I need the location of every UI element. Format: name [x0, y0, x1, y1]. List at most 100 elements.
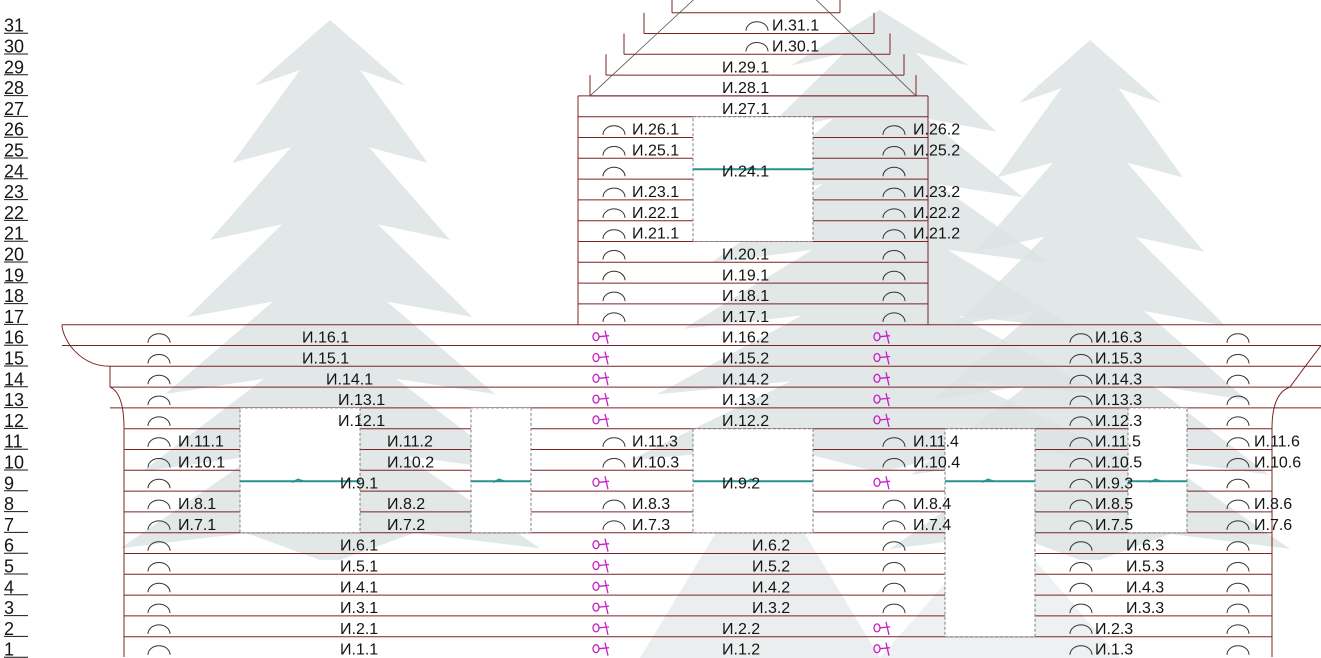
gable-window-opening	[692, 116, 814, 242]
row-number-3: 3	[4, 598, 14, 618]
log-label-row-1-3: И.1.3	[1095, 642, 1133, 658]
log-label-row-13-1: И.13.1	[338, 392, 385, 409]
gable-arc-left-26	[602, 125, 626, 135]
log-label-row-7-3: И.7.3	[632, 517, 670, 534]
joint-arc-right-9	[1069, 478, 1093, 489]
row-number-9: 9	[4, 473, 14, 493]
log-label-row-29-1: И.29.1	[722, 59, 769, 76]
row-number-12: 12	[4, 411, 24, 431]
row-number-6: 6	[4, 536, 14, 556]
log-label-row-10-2: И.10.2	[387, 455, 434, 472]
corner-cut-left-lower	[109, 386, 125, 429]
log-label-row-8-6: И.8.6	[1254, 496, 1292, 513]
row-number-28: 28	[4, 78, 24, 98]
log-label-row-7-2: И.7.2	[387, 517, 425, 534]
joint-arc-far-right-10	[1226, 458, 1250, 468]
pin-center-right-12-stem	[879, 413, 891, 428]
joint-arc-right-3	[1069, 603, 1093, 614]
joint-arc-right-15	[1069, 354, 1093, 364]
log-label-row-20-1: И.20.1	[722, 247, 769, 264]
pin-center-left-16-stem	[598, 330, 610, 344]
log-label-row-16-1: И.16.1	[302, 330, 349, 347]
joint-arc-right-16	[1069, 333, 1093, 343]
gable-arc-right-18	[882, 291, 906, 302]
pin-center-left-2-stem	[598, 621, 610, 636]
joint-arc-center-right-3	[882, 603, 906, 614]
gable-arc-left-24	[602, 166, 626, 177]
gable-arc-right-21	[882, 229, 906, 239]
joint-arc-left-11	[147, 437, 171, 447]
log-label-row-14-2: И.14.2	[722, 371, 769, 388]
roof-slope-right	[815, 0, 917, 97]
joint-arc-center-left-8	[602, 499, 626, 510]
row-number-7: 7	[4, 515, 14, 535]
gable-arc-left-23	[602, 187, 626, 198]
row-number-2: 2	[4, 619, 14, 639]
row-number-22: 22	[4, 203, 24, 223]
log-label-row-8-3: И.8.3	[632, 496, 670, 513]
corner-cut-left-upper	[69, 345, 111, 388]
log-label-row-6-3: И.6.3	[1126, 538, 1164, 555]
joint-arc-right-7	[1069, 520, 1093, 530]
row-number-30: 30	[4, 37, 24, 57]
joint-arc-left-1	[147, 645, 171, 655]
log-label-row-17-1: И.17.1	[722, 309, 769, 326]
gable-arc-left-21	[602, 229, 626, 239]
row-number-24: 24	[4, 161, 24, 181]
gable-arc-right-19	[882, 270, 906, 281]
beam-window-4-mark	[1149, 478, 1162, 483]
row-number-15: 15	[4, 349, 24, 369]
pin-center-left-6-stem	[598, 538, 610, 552]
joint-arc-far-right-13	[1226, 395, 1250, 406]
gable-arc-right-17	[882, 312, 906, 322]
corner-cut-right-upper	[1289, 345, 1321, 388]
pin-center-left-9-stem	[598, 476, 610, 490]
log-label-row-12-1: И.12.1	[338, 413, 385, 430]
pin-center-left-12-stem	[598, 413, 610, 428]
log-label-row-23-2: И.23.2	[913, 184, 960, 201]
row-number-23: 23	[4, 182, 24, 202]
gable-arc-left-25	[602, 146, 626, 156]
joint-arc-left-14	[147, 374, 171, 385]
pin-center-left-5-stem	[598, 559, 610, 573]
joint-arc-far-right-8	[1226, 499, 1250, 510]
row-number-10: 10	[4, 453, 24, 473]
joint-arc-left-10	[147, 458, 171, 468]
log-label-row-9-2: И.9.2	[722, 475, 760, 492]
log-label-row-11-4: И.11.4	[913, 434, 959, 451]
row-number-13: 13	[4, 390, 24, 410]
gable-arc-right-22	[882, 208, 906, 218]
joint-arc-center-right-10	[882, 458, 906, 468]
log-label-row-7-4: И.7.4	[913, 517, 951, 534]
joint-arc-center-right-8	[882, 499, 906, 510]
pin-center-right-2	[873, 623, 881, 633]
log-label-row-26-2: И.26.2	[913, 122, 960, 139]
pin-center-left-5	[592, 560, 600, 571]
pin-center-left-13-stem	[598, 392, 610, 407]
pin-center-left-14	[592, 373, 600, 383]
joint-arc-right-14	[1069, 374, 1093, 385]
log-label-row-3-1: И.3.1	[340, 600, 378, 617]
row-number-25: 25	[4, 141, 24, 161]
joint-arc-left-15	[147, 354, 171, 364]
gable-arc-right-20	[882, 250, 906, 260]
log-label-row-8-4: И.8.4	[913, 496, 951, 513]
row-number-19: 19	[4, 265, 24, 285]
row-number-27: 27	[4, 99, 24, 119]
joint-arc-far-right-5	[1226, 562, 1250, 572]
log-label-row-18-1: И.18.1	[722, 288, 769, 305]
joint-arc-far-right-9	[1226, 478, 1250, 489]
row-number-20: 20	[4, 245, 24, 265]
log-label-row-12-3: И.12.3	[1095, 413, 1142, 430]
log-label-row-11-5: И.11.5	[1095, 434, 1141, 451]
log-label-row-14-1: И.14.1	[326, 371, 373, 388]
joint-arc-far-right-6	[1226, 541, 1250, 551]
joint-arc-right-4	[1069, 582, 1093, 593]
log-label-row-5-3: И.5.3	[1126, 559, 1164, 576]
log-label-row-21-2: И.21.2	[913, 226, 960, 243]
window-opening-4	[1127, 407, 1188, 534]
log-label-row-1-1: И.1.1	[340, 642, 378, 658]
row-number-18: 18	[4, 286, 24, 306]
pin-center-right-14-stem	[879, 372, 891, 386]
